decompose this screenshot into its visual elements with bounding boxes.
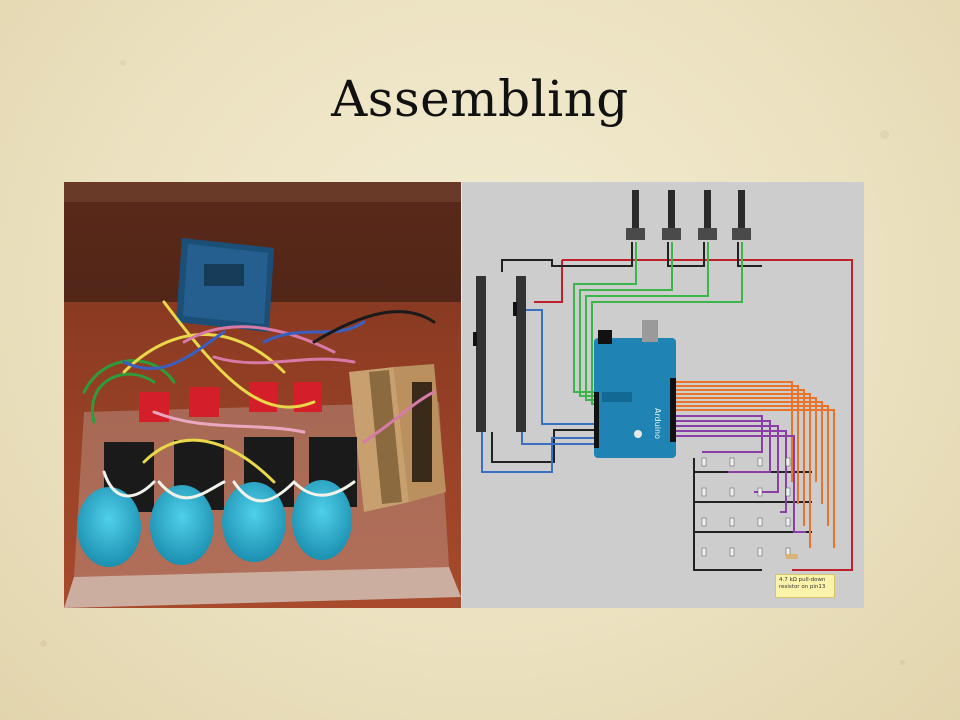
paper-speck [120, 60, 126, 66]
microswitches [139, 382, 322, 422]
slide-title: Assembling [331, 70, 629, 128]
slide-pot-right [513, 276, 526, 432]
arcade-button [222, 482, 286, 562]
button-header-pin [757, 517, 763, 527]
button-wire [676, 425, 779, 493]
button-wire [676, 435, 806, 533]
ground-wire [501, 242, 633, 272]
paper-speck [880, 130, 889, 139]
arcade-button [292, 480, 352, 560]
button-wire [676, 409, 835, 548]
button-wire [676, 397, 817, 482]
acrylic-base [64, 567, 461, 608]
pot-signal-wire [585, 242, 709, 401]
rotary-pot [698, 190, 717, 240]
rotary-pot [662, 190, 681, 240]
button-header-pin [729, 517, 735, 527]
button-wire [676, 430, 787, 513]
rotary-pot [732, 190, 751, 240]
arcade-button [150, 485, 214, 565]
ground-wire [667, 242, 705, 267]
assembly-photo [64, 182, 461, 608]
button-header-pin [701, 487, 707, 497]
button-wire [676, 385, 799, 504]
button-header-pin [729, 457, 735, 467]
arcade-buttons [77, 480, 352, 567]
arduino-board [176, 238, 274, 332]
slider-signal-wire [521, 432, 594, 445]
button-wire [676, 401, 823, 504]
wiring-diagram: Arduino [462, 182, 864, 608]
slider-signal-wire [481, 432, 594, 473]
paper-speck [40, 640, 47, 647]
button-header-pin [701, 517, 707, 527]
button-header-pin [729, 547, 735, 557]
button-wire [676, 393, 811, 548]
ground-wire [737, 242, 762, 267]
pulldown-resistor-note: 4.7 kΩ pull-down resistor on pin13 [775, 574, 835, 598]
button-header-pin [785, 487, 791, 497]
button-wire [676, 389, 805, 526]
button-wire [676, 405, 829, 526]
slide-potentiometers [349, 364, 446, 512]
rotary-pot [626, 190, 645, 240]
button-header-pin [701, 457, 707, 467]
ground-wire [693, 458, 762, 571]
arcade-button [77, 487, 141, 567]
button-wire [676, 415, 763, 453]
button-header-pin [785, 517, 791, 527]
arduino-label: Arduino [653, 408, 662, 439]
button-header-pin [729, 487, 735, 497]
slide-pot-left [473, 276, 486, 432]
button-header-pin [785, 457, 791, 467]
button-header-pin [757, 457, 763, 467]
pot-signal-wire [591, 242, 743, 405]
slider-signal-wire [522, 309, 594, 425]
paper-speck [900, 660, 905, 665]
button-header-pin [757, 547, 763, 557]
arduino-uno: Arduino [594, 320, 676, 458]
power-wire [534, 260, 563, 303]
ground-wire [491, 429, 594, 463]
button-header-pin [757, 487, 763, 497]
button-header-pin [701, 547, 707, 557]
rotary-potentiometers [626, 190, 751, 240]
pulldown-resistor [786, 554, 798, 559]
button-wire [676, 381, 793, 482]
pot-signal-wire [579, 242, 673, 397]
button-wire [676, 420, 771, 473]
wire-bundle [82, 300, 436, 503]
